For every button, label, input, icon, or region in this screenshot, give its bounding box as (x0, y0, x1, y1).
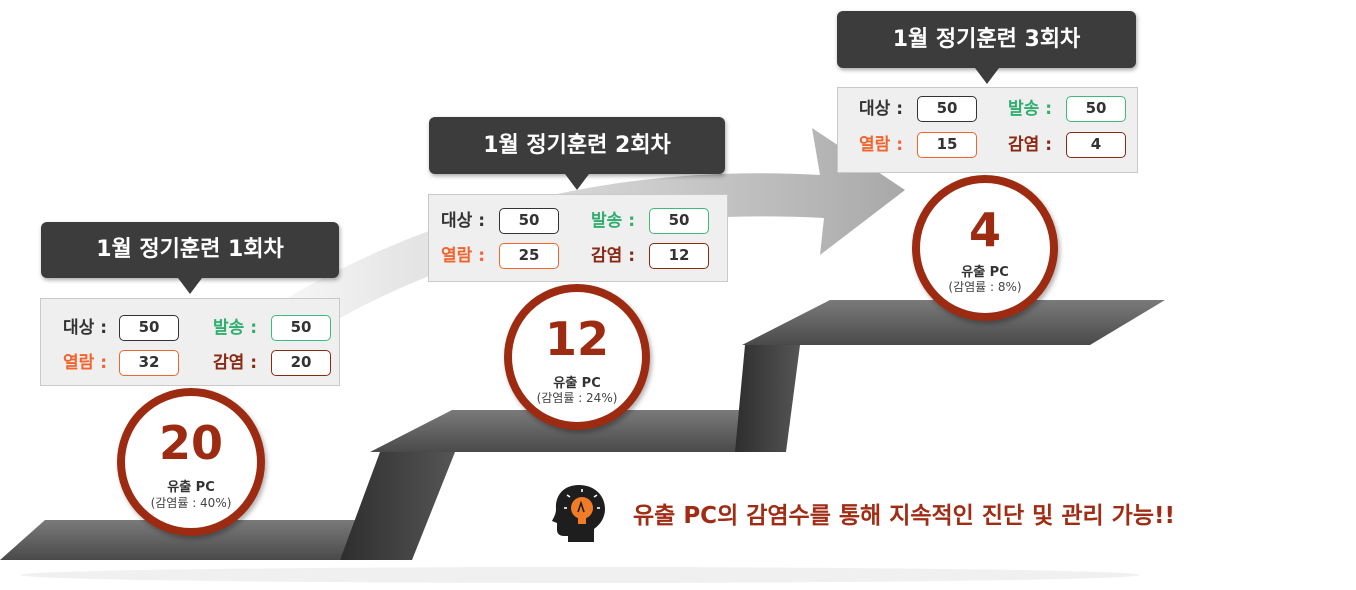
leak-label: 유출 PC (553, 376, 601, 391)
stairs (0, 300, 1165, 583)
infected-value: 12 (649, 243, 709, 269)
leak-count: 12 (544, 312, 609, 366)
infected-label: 감염 : (1008, 135, 1052, 155)
infected-label: 감염 : (591, 246, 635, 266)
callout-tail (974, 68, 999, 84)
infection-rate: (감염률 : 24%) (536, 391, 618, 405)
leak-count: 20 (158, 416, 223, 470)
sent-value: 50 (649, 208, 709, 234)
stage-2-title: 1월 정기훈련 2회차 (483, 133, 671, 158)
stage-2-title-callout: 1월 정기훈련 2회차 (429, 117, 725, 190)
infected-value: 4 (1066, 132, 1126, 158)
callout-tail (565, 174, 589, 190)
opened-value: 25 (499, 243, 559, 269)
target-label: 대상 : (441, 211, 485, 231)
stage-1-title: 1월 정기훈련 1회차 (96, 237, 284, 262)
infected-value: 20 (271, 350, 331, 376)
stage-1-title-callout: 1월 정기훈련 1회차 (41, 222, 339, 294)
head-lightbulb-icon (552, 485, 605, 542)
stage-3-leak-circle: 4 유출 PC (감염률 : 8%) (912, 175, 1058, 321)
footer-text: 유출 PC의 감염수를 통해 지속적인 진단 및 관리 가능!! (633, 503, 1175, 529)
stage-2-stats-panel: 대상 : 50 발송 : 50 열람 : 25 감염 : 12 (428, 194, 728, 282)
callout-tail (178, 278, 202, 294)
opened-label: 열람 : (859, 135, 903, 155)
stage-3-title-callout: 1월 정기훈련 3회차 (837, 11, 1136, 84)
target-value: 50 (917, 96, 977, 122)
stage-1-leak-circle: 20 유출 PC (감염률 : 40%) (117, 388, 265, 536)
sent-label: 발송 : (213, 318, 257, 338)
leak-count: 4 (968, 203, 1001, 257)
target-value: 50 (119, 315, 179, 341)
opened-value: 32 (119, 350, 179, 376)
sent-label: 발송 : (1008, 99, 1052, 119)
target-label: 대상 : (63, 318, 107, 338)
leak-label: 유출 PC (961, 265, 1009, 280)
stage-3-title: 1월 정기훈련 3회차 (892, 27, 1081, 52)
leak-label: 유출 PC (167, 480, 215, 495)
opened-value: 15 (917, 132, 977, 158)
sent-value: 50 (271, 315, 331, 341)
sent-label: 발송 : (591, 211, 635, 231)
footer-message: 유출 PC의 감염수를 통해 지속적인 진단 및 관리 가능!! (551, 483, 1331, 543)
target-value: 50 (499, 208, 559, 234)
infection-rate: (감염률 : 40%) (150, 496, 232, 510)
infection-rate: (감염률 : 8%) (948, 280, 1022, 294)
opened-label: 열람 : (63, 353, 107, 373)
target-label: 대상 : (859, 99, 903, 119)
stage-2-leak-circle: 12 유출 PC (감염률 : 24%) (504, 284, 650, 430)
opened-label: 열람 : (441, 246, 485, 266)
sent-value: 50 (1066, 96, 1126, 122)
infected-label: 감염 : (213, 353, 257, 373)
stage-1-stats-panel: 대상 : 50 발송 : 50 열람 : 32 감염 : 20 (40, 298, 340, 386)
stage-3-stats-panel: 대상 : 50 발송 : 50 열람 : 15 감염 : 4 (837, 87, 1138, 173)
